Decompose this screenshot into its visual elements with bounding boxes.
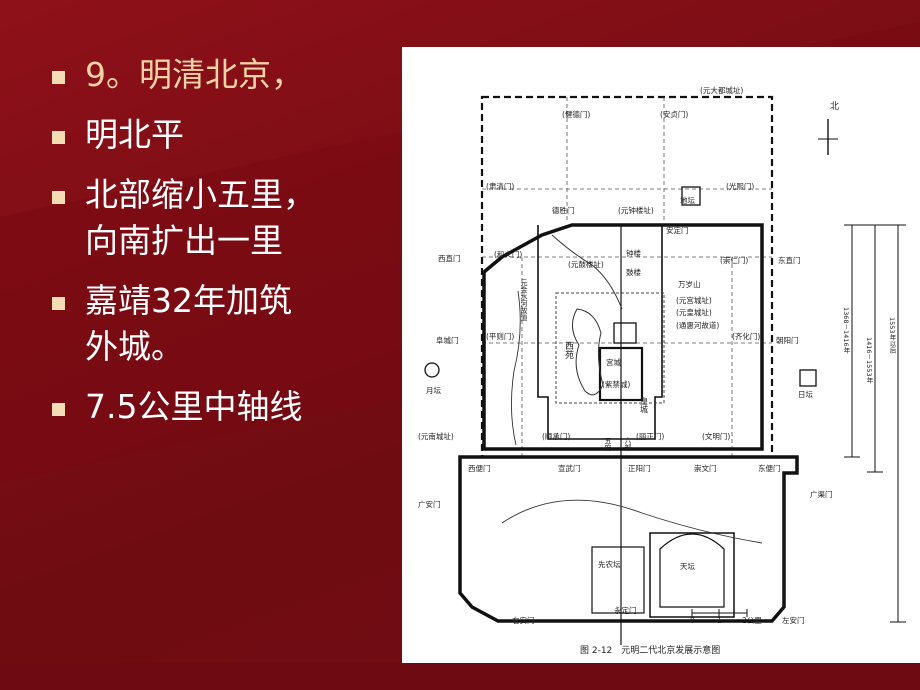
label-dongzhimen: 东直门 — [778, 255, 801, 265]
label-xiannongtan: 先农坛 — [598, 559, 621, 569]
label-chongwenmen: 崇文门 — [694, 463, 717, 473]
label-heyi: (和义门) — [494, 250, 522, 259]
beijing-map: 北 (元大都城址) (健德门) (安贞门) (肃清门) (光熙门) 德胜门 (元… — [418, 85, 906, 645]
label-pingze: (平则门) — [486, 332, 514, 341]
label-lizheng: (丽正门) — [636, 432, 664, 441]
north-label: 北 — [830, 101, 839, 112]
xiannongtan-enclosure — [591, 546, 645, 614]
label-deshengmen: 德胜门 — [552, 205, 575, 215]
label-qihua: (齐化门) — [732, 331, 760, 341]
label-andingmen: 安定门 — [666, 225, 689, 235]
bullet-text: 北部缩小五里， 向南扩出一里 — [85, 175, 316, 260]
label-shuncheng: (顺承门) — [542, 432, 570, 441]
beijing-map-figure: 北 (元大都城址) (健德门) (安贞门) (肃清门) (光熙门) 德胜门 (元… — [402, 47, 920, 663]
ming-inner-wall — [482, 223, 764, 451]
label-gongcheng: 宫城 — [606, 357, 621, 367]
bullet-item: 明北平 — [50, 112, 380, 158]
label-xizhimen: 西直门 — [438, 253, 461, 263]
label-yuan-huangcheng: (元皇城址) — [676, 307, 712, 317]
label-zhengyangmen: 正阳门 — [628, 464, 651, 473]
bullet-square-icon — [52, 71, 65, 84]
map-labels: 北 (元大都城址) (健德门) (安贞门) (肃清门) (光熙门) 德胜门 (元… — [418, 85, 896, 625]
dimension-bars — [844, 224, 906, 623]
yuetan-circle — [424, 362, 440, 378]
label-xiyuan: 西苑 — [563, 341, 574, 360]
lake-channel — [551, 234, 623, 310]
tiantan-enclosure — [649, 532, 735, 618]
bullet-item: 嘉靖32年加筑 外城。 — [50, 278, 380, 370]
label-xuanwumen: 宣武门 — [558, 463, 581, 473]
label-huangcheng: 皇城 — [640, 396, 649, 414]
label-suqing: (肃清门) — [486, 181, 514, 191]
bottom-strip — [0, 663, 920, 690]
label-scale-2: 2公里 — [742, 616, 762, 625]
scale-bar — [691, 609, 748, 617]
label-yuetan: 月坛 — [426, 385, 441, 395]
label-zuoanmen: 左安门 — [782, 615, 805, 625]
street-grid — [482, 97, 772, 457]
bullet-square-icon — [52, 191, 65, 204]
label-guangxi: (光熙门) — [726, 181, 754, 191]
bullet-square-icon — [52, 297, 65, 310]
label-wansuishan: 万岁山 — [678, 279, 701, 289]
label-dim-1: 1368－1416年 — [842, 307, 850, 354]
label-wufu: 五府 — [604, 437, 612, 452]
label-tonghui: (通惠河故道) — [676, 320, 719, 330]
label-guanganmen: 广安门 — [418, 499, 441, 509]
bullet-list: 9。明清北京， 明北平 北部缩小五里， 向南扩出一里 嘉靖32年加筑 外城。 7… — [50, 52, 380, 444]
label-chaoyangmen: 朝阳门 — [776, 336, 799, 345]
label-yuan-gulou: (元鼓楼址) — [568, 259, 604, 269]
label-wenming: (文明门) — [702, 431, 730, 441]
ritan-square — [799, 369, 817, 387]
label-zijincheng: (紫禁城) — [602, 380, 630, 389]
ming-outer-wall — [458, 455, 799, 623]
label-yuan-nancheng: (元南城址) — [418, 431, 454, 441]
huangcheng-wall — [537, 225, 663, 440]
jinshui-river — [510, 290, 521, 446]
bullet-text: 9。明清北京， — [85, 55, 304, 94]
label-yuan-dadu: (元大都城址) — [700, 85, 743, 95]
label-ritan: 日坛 — [798, 389, 813, 399]
wansuishan-block — [613, 322, 637, 344]
label-chongren: (崇仁门) — [720, 255, 748, 265]
label-tiantan: 天坛 — [680, 561, 695, 571]
label-scale-1: 1 — [717, 616, 722, 625]
label-xibianmen: 西便门 — [468, 463, 491, 473]
label-liubu: 六部 — [624, 436, 632, 452]
label-yuan-gongcheng: (元宫城址) — [676, 295, 712, 305]
ditan-square — [681, 186, 701, 206]
label-dim-3: 1553年以后 — [888, 317, 896, 354]
bullet-text: 明北平 — [85, 115, 184, 154]
bullet-square-icon — [52, 131, 65, 144]
label-yongdingmen: 永定门 — [614, 605, 637, 615]
bullet-item: 9。明清北京， — [50, 52, 380, 98]
label-youanmen: 右安门 — [512, 615, 535, 625]
label-guangqumen: 广渠门 — [810, 489, 833, 499]
bullet-text: 嘉靖32年加筑 外城。 — [85, 281, 292, 366]
label-yuan-zhonglou: (元钟楼址) — [618, 205, 654, 215]
label-dongbianmen: 东便门 — [758, 463, 781, 473]
bullet-item: 北部缩小五里， 向南扩出一里 — [50, 172, 380, 264]
xiyuan-lakes — [572, 308, 604, 396]
bullet-item: 7.5公里中轴线 — [50, 384, 380, 430]
yuan-huangcheng-outline — [555, 292, 665, 404]
bullet-text: 7.5公里中轴线 — [85, 387, 303, 426]
outer-canal — [501, 499, 763, 544]
label-anzhen: (安贞门) — [660, 109, 688, 119]
label-zhonglou: 钟楼 — [626, 248, 641, 258]
label-fuchengmen: 阜城门 — [436, 335, 459, 345]
label-ditan: 地坛 — [680, 195, 695, 205]
label-jinshui: 元金水河故道 — [520, 279, 528, 322]
label-scale-0: 0 — [690, 616, 695, 625]
tiantan-inner — [659, 533, 725, 608]
bullet-square-icon — [52, 403, 65, 416]
label-gulou: 鼓楼 — [626, 267, 641, 277]
label-jiande: (健德门) — [562, 109, 590, 119]
label-dim-2: 1416－1553年 — [865, 337, 873, 384]
figure-caption: 图 2-12 元明二代北京发展示意图 — [580, 646, 721, 656]
